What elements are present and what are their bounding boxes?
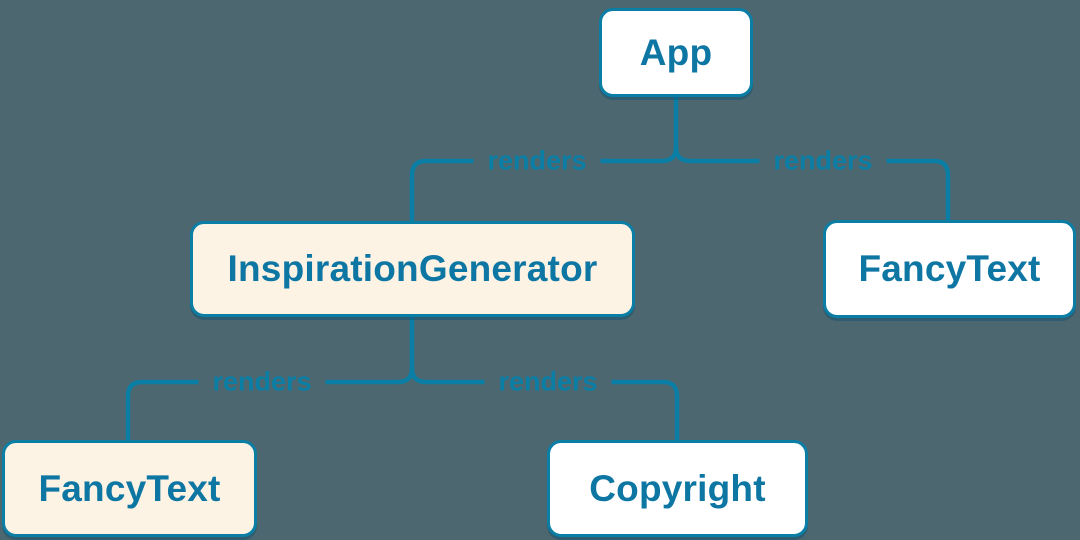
edge-app-to-fancytext	[673, 144, 951, 223]
edge-label-renders: renders	[473, 145, 601, 177]
node-inspiration-generator: InspirationGenerator	[190, 221, 635, 317]
node-fancy-text-bottom: FancyText	[2, 440, 257, 537]
edge-label-renders: renders	[484, 366, 612, 398]
node-fancy-text-top: FancyText	[823, 220, 1076, 318]
edge-inspirationgenerator-to-copyright	[409, 365, 680, 443]
edge-label-renders: renders	[759, 145, 887, 177]
edge-label-renders: renders	[198, 366, 326, 398]
node-app: App	[599, 8, 753, 97]
node-copyright: Copyright	[547, 440, 808, 537]
